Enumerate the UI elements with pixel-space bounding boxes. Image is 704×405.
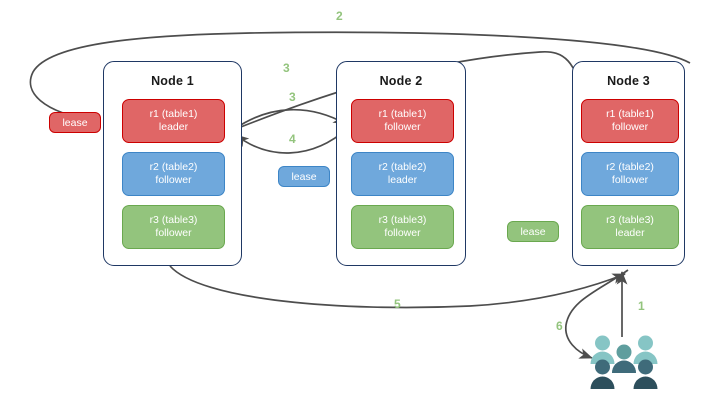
replica-role: follower — [611, 121, 649, 133]
replica-node2-r3[interactable]: r3 (table3) follower — [351, 205, 454, 249]
replica-role: leader — [615, 227, 645, 239]
arrow-step-5 — [169, 265, 626, 309]
replica-node1-r1[interactable]: r1 (table1) leader — [122, 99, 225, 143]
node-title-1: Node 1 — [151, 74, 194, 88]
replica-name: r1 (table1) — [378, 108, 427, 120]
replica-name: r1 (table1) — [606, 108, 654, 120]
replica-role: follower — [384, 121, 421, 133]
lease-box-red[interactable]: lease — [49, 112, 101, 133]
lease-label: lease — [291, 170, 317, 183]
step-label-5: 5 — [394, 297, 401, 311]
step-label-3-upper: 3 — [283, 61, 290, 75]
node-title-2: Node 2 — [379, 74, 423, 88]
step-label-2: 2 — [336, 9, 343, 23]
replica-node3-r2[interactable]: r2 (table2) follower — [581, 152, 679, 196]
replica-role: follower — [611, 174, 649, 186]
lease-box-blue[interactable]: lease — [278, 166, 330, 187]
replica-name: r3 (table3) — [606, 214, 654, 226]
replica-name: r3 (table3) — [378, 214, 427, 226]
node-container-3[interactable]: Node 3 r1 (table1) follower r2 (table2) … — [572, 61, 685, 266]
replica-node2-r1[interactable]: r1 (table1) follower — [351, 99, 454, 143]
replica-role: follower — [155, 227, 192, 239]
node-container-2[interactable]: Node 2 r1 (table1) follower r2 (table2) … — [336, 61, 466, 266]
replica-role: follower — [155, 174, 192, 186]
replica-name: r2 (table2) — [378, 161, 427, 173]
node-container-1[interactable]: Node 1 r1 (table1) leader r2 (table2) fo… — [103, 61, 242, 266]
arrow-step-3-to-node2 — [232, 108, 347, 131]
replica-name: r3 (table3) — [149, 214, 198, 226]
step-label-1: 1 — [638, 299, 645, 313]
replica-name: r1 (table1) — [149, 108, 198, 120]
replica-node3-r3[interactable]: r3 (table3) leader — [581, 205, 679, 249]
lease-label: lease — [62, 116, 88, 129]
step-label-6: 6 — [556, 319, 563, 333]
arrow-step-2 — [29, 31, 691, 125]
replica-name: r2 (table2) — [149, 161, 198, 173]
lease-label: lease — [520, 225, 546, 238]
arrow-step-6 — [565, 269, 629, 359]
arrow-step-4 — [235, 127, 349, 154]
replica-role: leader — [387, 174, 418, 186]
replica-role: leader — [158, 121, 189, 133]
replica-node1-r3[interactable]: r3 (table3) follower — [122, 205, 225, 249]
lease-box-green[interactable]: lease — [507, 221, 559, 242]
clients-people-icon — [590, 335, 658, 389]
step-label-4: 4 — [289, 132, 296, 146]
replica-name: r2 (table2) — [606, 161, 654, 173]
replica-role: follower — [384, 227, 421, 239]
node-title-3: Node 3 — [607, 74, 650, 88]
replica-node2-r2[interactable]: r2 (table2) leader — [351, 152, 454, 196]
replica-node3-r1[interactable]: r1 (table1) follower — [581, 99, 679, 143]
step-label-3-lower: 3 — [289, 90, 296, 104]
replica-node1-r2[interactable]: r2 (table2) follower — [122, 152, 225, 196]
